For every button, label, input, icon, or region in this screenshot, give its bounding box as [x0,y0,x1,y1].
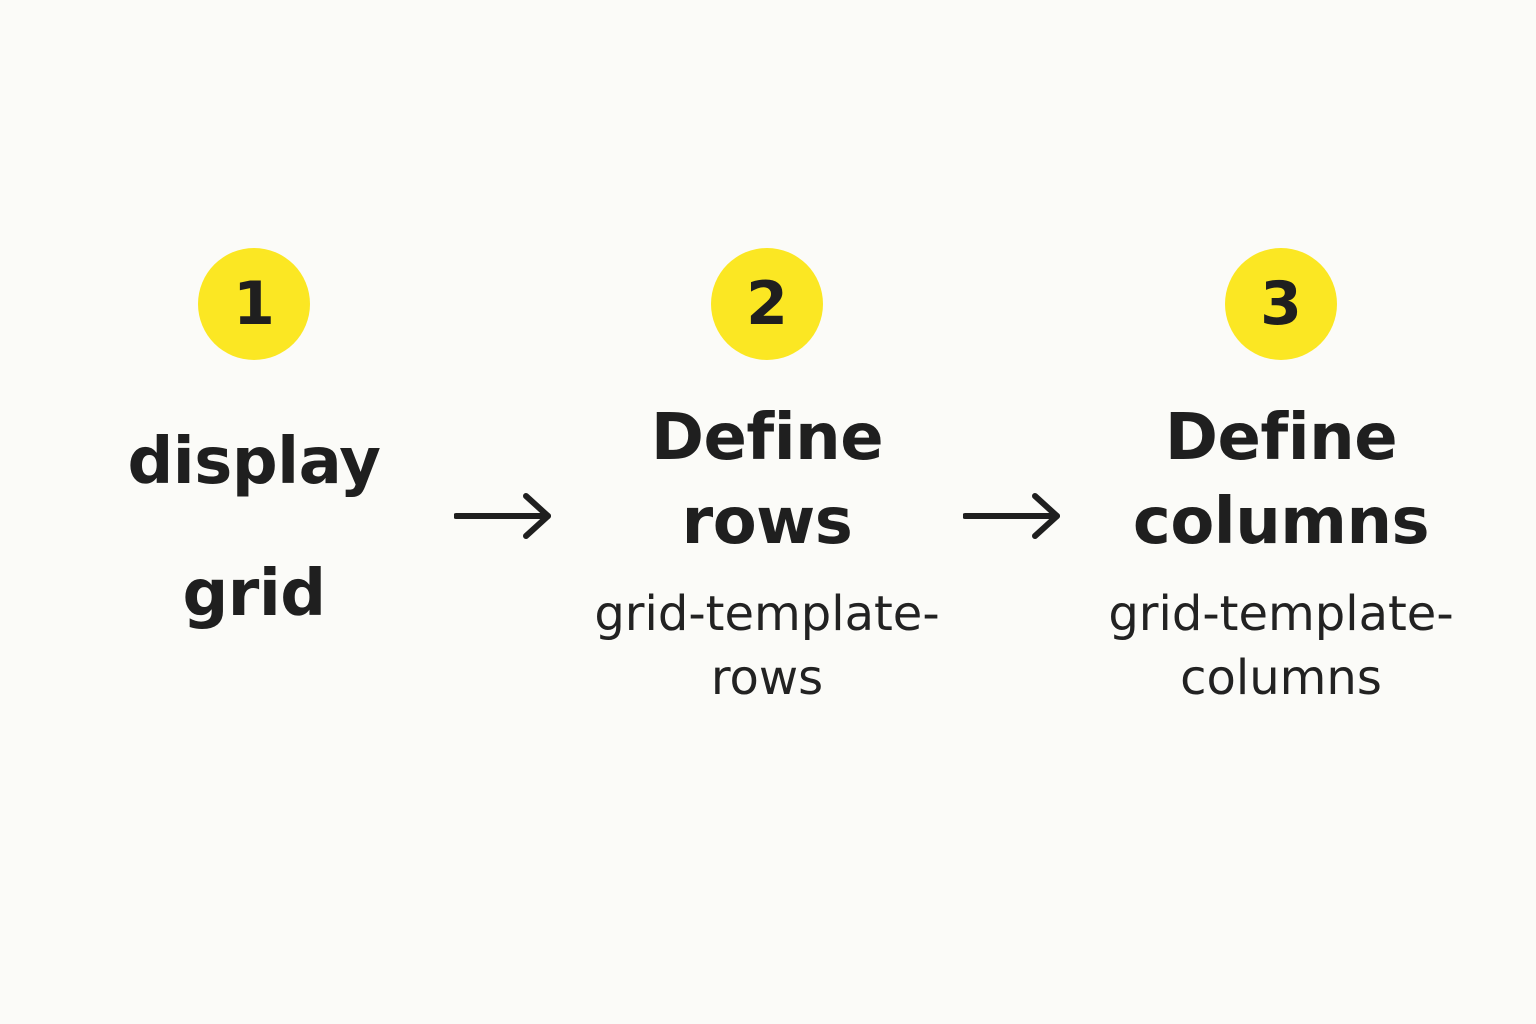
arrow-right-icon [454,493,551,539]
step-subtitle: grid-template- columns [1108,586,1454,706]
step-number-badge: 1 [198,248,310,360]
step-number-badge: 3 [1225,248,1337,360]
step-title: Define columns [1132,401,1430,559]
step-title: display grid [127,425,381,631]
step-number-badge: 2 [711,248,823,360]
step-title: Define rows [650,401,884,559]
step-subtitle: grid-template- rows [594,586,940,706]
arrow-right-icon [963,493,1060,539]
